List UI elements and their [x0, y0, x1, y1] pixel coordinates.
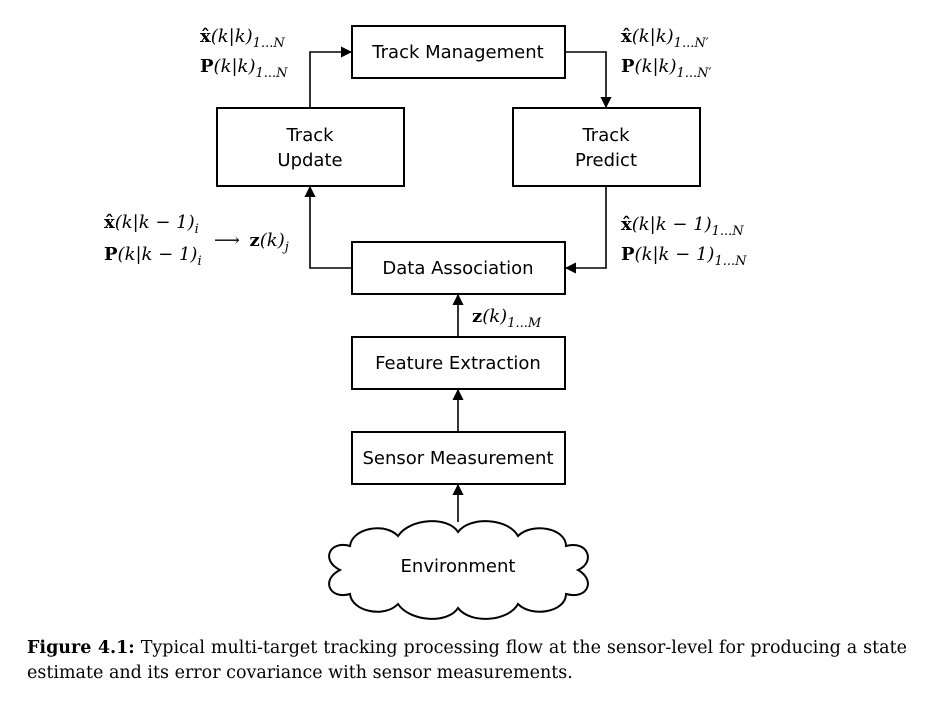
p-argument: (k|k − 1): [635, 244, 715, 265]
svg-text:P(k|k − 1)1...N: P(k|k − 1)1...N: [621, 244, 747, 269]
connectors: [304, 46, 612, 522]
svg-text:z(k)1...M: z(k)1...M: [472, 306, 542, 331]
p-argument: (k|k): [214, 56, 256, 77]
p-argument: (k|k): [635, 56, 677, 77]
p-subscript: 1...N: [714, 254, 747, 269]
data-association-label: Data Association: [382, 258, 533, 279]
label-feature-to-association: z(k)1...M: [472, 306, 542, 331]
track-predict-label-line1: Track: [581, 125, 630, 146]
p-symbol: P: [104, 244, 118, 265]
track-management-label: Track Management: [371, 42, 543, 63]
assoc-to-update-arrow: [304, 185, 352, 269]
figure-caption-text: Typical multi-target tracking processing…: [27, 638, 907, 683]
track-update-label-line1: Track: [285, 125, 334, 146]
svg-text:x̂(k|k)1...N: x̂(k|k)1...N: [200, 26, 285, 51]
x-argument: (k|k − 1): [115, 212, 195, 233]
z-argument: (k): [260, 230, 285, 251]
data-association-box: Data Association: [351, 241, 566, 295]
svg-text:P(k|k)1...N: P(k|k)1...N: [200, 56, 288, 81]
x-subscript: 1...N: [712, 224, 745, 239]
x-hat-symbol: x̂: [621, 214, 632, 235]
feature-extraction-box: Feature Extraction: [351, 336, 566, 390]
x-argument: (k|k): [211, 26, 253, 47]
x-subscript: 1...N′: [674, 36, 709, 51]
z-symbol: z: [472, 306, 482, 327]
p-argument: (k|k − 1): [118, 244, 198, 265]
track-update-box: Track Update: [216, 107, 405, 187]
maps-to-arrow: ⟶: [214, 230, 240, 251]
x-subscript: i: [195, 222, 199, 237]
z-subscript: j: [282, 240, 289, 255]
label-association-to-update: x̂(k|k − 1)i P(k|k − 1)i ⟶ z(k)j: [104, 212, 289, 269]
figure-label: Figure 4.1:: [27, 638, 135, 658]
mgmt-to-predict-arrow: [565, 51, 612, 109]
sensor-measurement-label: Sensor Measurement: [363, 448, 554, 469]
sensor-measurement-box: Sensor Measurement: [351, 431, 566, 485]
x-hat-symbol: x̂: [200, 26, 211, 47]
svg-text:⟶ z(k)j: ⟶ z(k)j: [214, 230, 289, 255]
track-management-box: Track Management: [351, 25, 566, 79]
tracking-flow-diagram: Track Management Track Update Track Pred…: [104, 25, 747, 620]
environment-cloud: Environment: [328, 520, 589, 620]
p-subscript: i: [197, 254, 201, 269]
x-argument: (k|k − 1): [632, 214, 712, 235]
svg-text:x̂(k|k − 1)i: x̂(k|k − 1)i: [104, 212, 199, 237]
z-symbol: z: [250, 230, 260, 251]
label-management-to-predict: x̂(k|k)1...N′ P(k|k)1...N′: [621, 26, 712, 81]
p-symbol: P: [621, 56, 635, 77]
track-update-label-line2: Update: [277, 150, 342, 171]
z-argument: (k): [482, 306, 507, 327]
figure-caption: Figure 4.1: Typical multi-target trackin…: [27, 636, 907, 686]
p-subscript: 1...N: [255, 66, 288, 81]
environment-label: Environment: [401, 556, 516, 577]
p-symbol: P: [200, 56, 214, 77]
svg-text:P(k|k − 1)i: P(k|k − 1)i: [104, 244, 202, 269]
predict-to-assoc-arrow: [564, 186, 607, 274]
p-subscript: 1...N′: [676, 66, 711, 81]
svg-text:x̂(k|k − 1)1...N: x̂(k|k − 1)1...N: [621, 214, 744, 239]
x-argument: (k|k): [632, 26, 674, 47]
track-predict-box: Track Predict: [512, 107, 701, 187]
z-subscript: 1...M: [507, 316, 542, 331]
update-to-mgmt-arrow: [309, 46, 353, 108]
label-update-to-management: x̂(k|k)1...N P(k|k)1...N: [200, 26, 288, 81]
x-subscript: 1...N: [253, 36, 286, 51]
track-predict-label-line2: Predict: [575, 150, 637, 171]
x-hat-symbol: x̂: [104, 212, 115, 233]
feature-extraction-label: Feature Extraction: [375, 353, 541, 374]
x-hat-symbol: x̂: [621, 26, 632, 47]
svg-text:x̂(k|k)1...N′: x̂(k|k)1...N′: [621, 26, 709, 51]
svg-text:P(k|k)1...N′: P(k|k)1...N′: [621, 56, 712, 81]
label-predict-to-association: x̂(k|k − 1)1...N P(k|k − 1)1...N: [621, 214, 747, 269]
p-symbol: P: [621, 244, 635, 265]
